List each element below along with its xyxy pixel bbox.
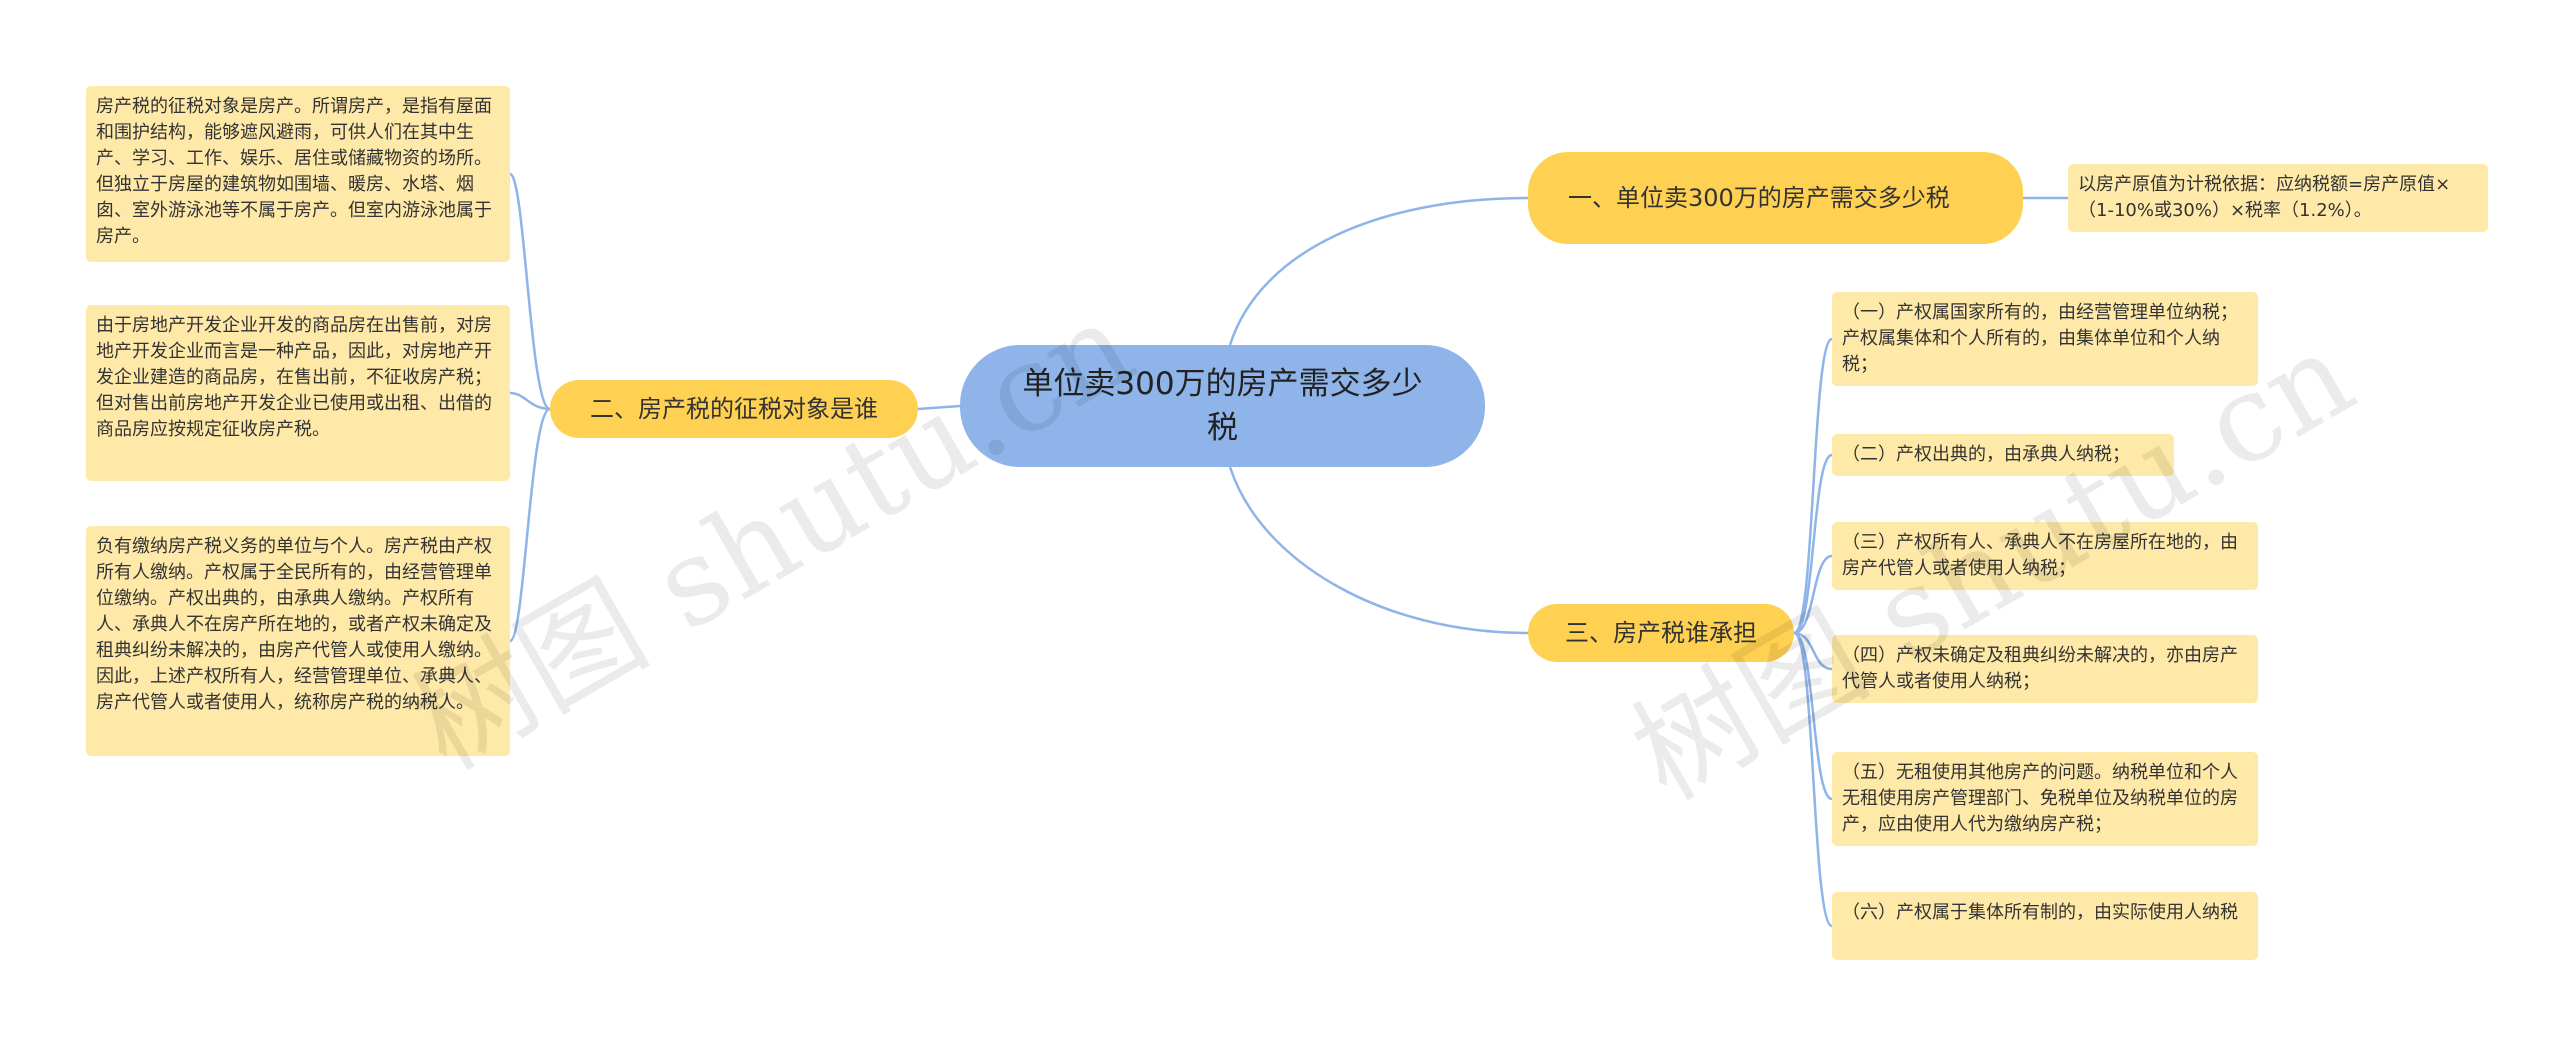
- leaf-tax-object-definition[interactable]: 房产税的征税对象是房产。所谓房产，是指有屋面和围护结构，能够遮风避雨，可供人们在…: [86, 86, 510, 262]
- link-branch3-leaf2: [1793, 453, 1833, 635]
- branch-label: 三、房产税谁承担: [1565, 619, 1757, 647]
- central-topic[interactable]: 单位卖300万的房产需交多少税: [960, 345, 1485, 467]
- branch-tax-object[interactable]: 二、房产税的征税对象是谁: [550, 380, 918, 438]
- link-branch3-leaf5: [1793, 631, 1833, 801]
- leaf-item-6[interactable]: （六）产权属于集体所有制的，由实际使用人纳税: [1832, 892, 2258, 960]
- branch-who-bears-tax[interactable]: 三、房产税谁承担: [1528, 604, 1794, 662]
- link-branch2-leaf3: [508, 407, 551, 643]
- leaf-item-3[interactable]: （三）产权所有人、承典人不在房屋所在地的，由房产代管人或者使用人纳税；: [1832, 522, 2258, 590]
- link-branch3-leaf3: [1793, 554, 1833, 635]
- leaf-tax-formula[interactable]: 以房产原值为计税依据：应纳税额=房产原值×（1-10%或30%）×税率（1.2%…: [2068, 164, 2488, 232]
- leaf-item-5[interactable]: （五）无租使用其他房产的问题。纳税单位和个人无租使用房产管理部门、免税单位及纳税…: [1832, 752, 2258, 846]
- central-topic-label: 单位卖300万的房产需交多少税: [1022, 366, 1423, 446]
- link-branch2-leaf2: [509, 391, 551, 411]
- leaf-developer-housing[interactable]: 由于房地产开发企业开发的商品房在出售前，对房地产开发企业而言是一种产品，因此，对…: [86, 305, 510, 481]
- link-center-branch1: [1228, 196, 1529, 346]
- leaf-item-2[interactable]: （二）产权出典的，由承典人纳税；: [1832, 434, 2174, 476]
- leaf-item-4[interactable]: （四）产权未确定及租典纠纷未解决的，亦由房产代管人或者使用人纳税；: [1832, 635, 2258, 703]
- link-branch3-leaf1: [1793, 337, 1834, 635]
- branch-label: 二、房产税的征税对象是谁: [590, 395, 878, 423]
- link-branch2-leaf1: [508, 172, 551, 411]
- branch-label: 一、单位卖300万的房产需交多少税: [1568, 184, 1950, 212]
- link-center-branch2: [917, 404, 961, 411]
- leaf-item-1[interactable]: （一）产权属国家所有的，由经营管理单位纳税；产权属集体和个人所有的，由集体单位和…: [1832, 292, 2258, 386]
- branch-how-much-tax[interactable]: 一、单位卖300万的房产需交多少税: [1528, 152, 2023, 244]
- link-branch3-leaf4: [1793, 631, 1833, 671]
- link-branch3-leaf6: [1793, 631, 1834, 928]
- link-center-branch3: [1228, 466, 1529, 635]
- leaf-taxpayers[interactable]: 负有缴纳房产税义务的单位与个人。房产税由产权所有人缴纳。产权属于全民所有的，由经…: [86, 526, 510, 756]
